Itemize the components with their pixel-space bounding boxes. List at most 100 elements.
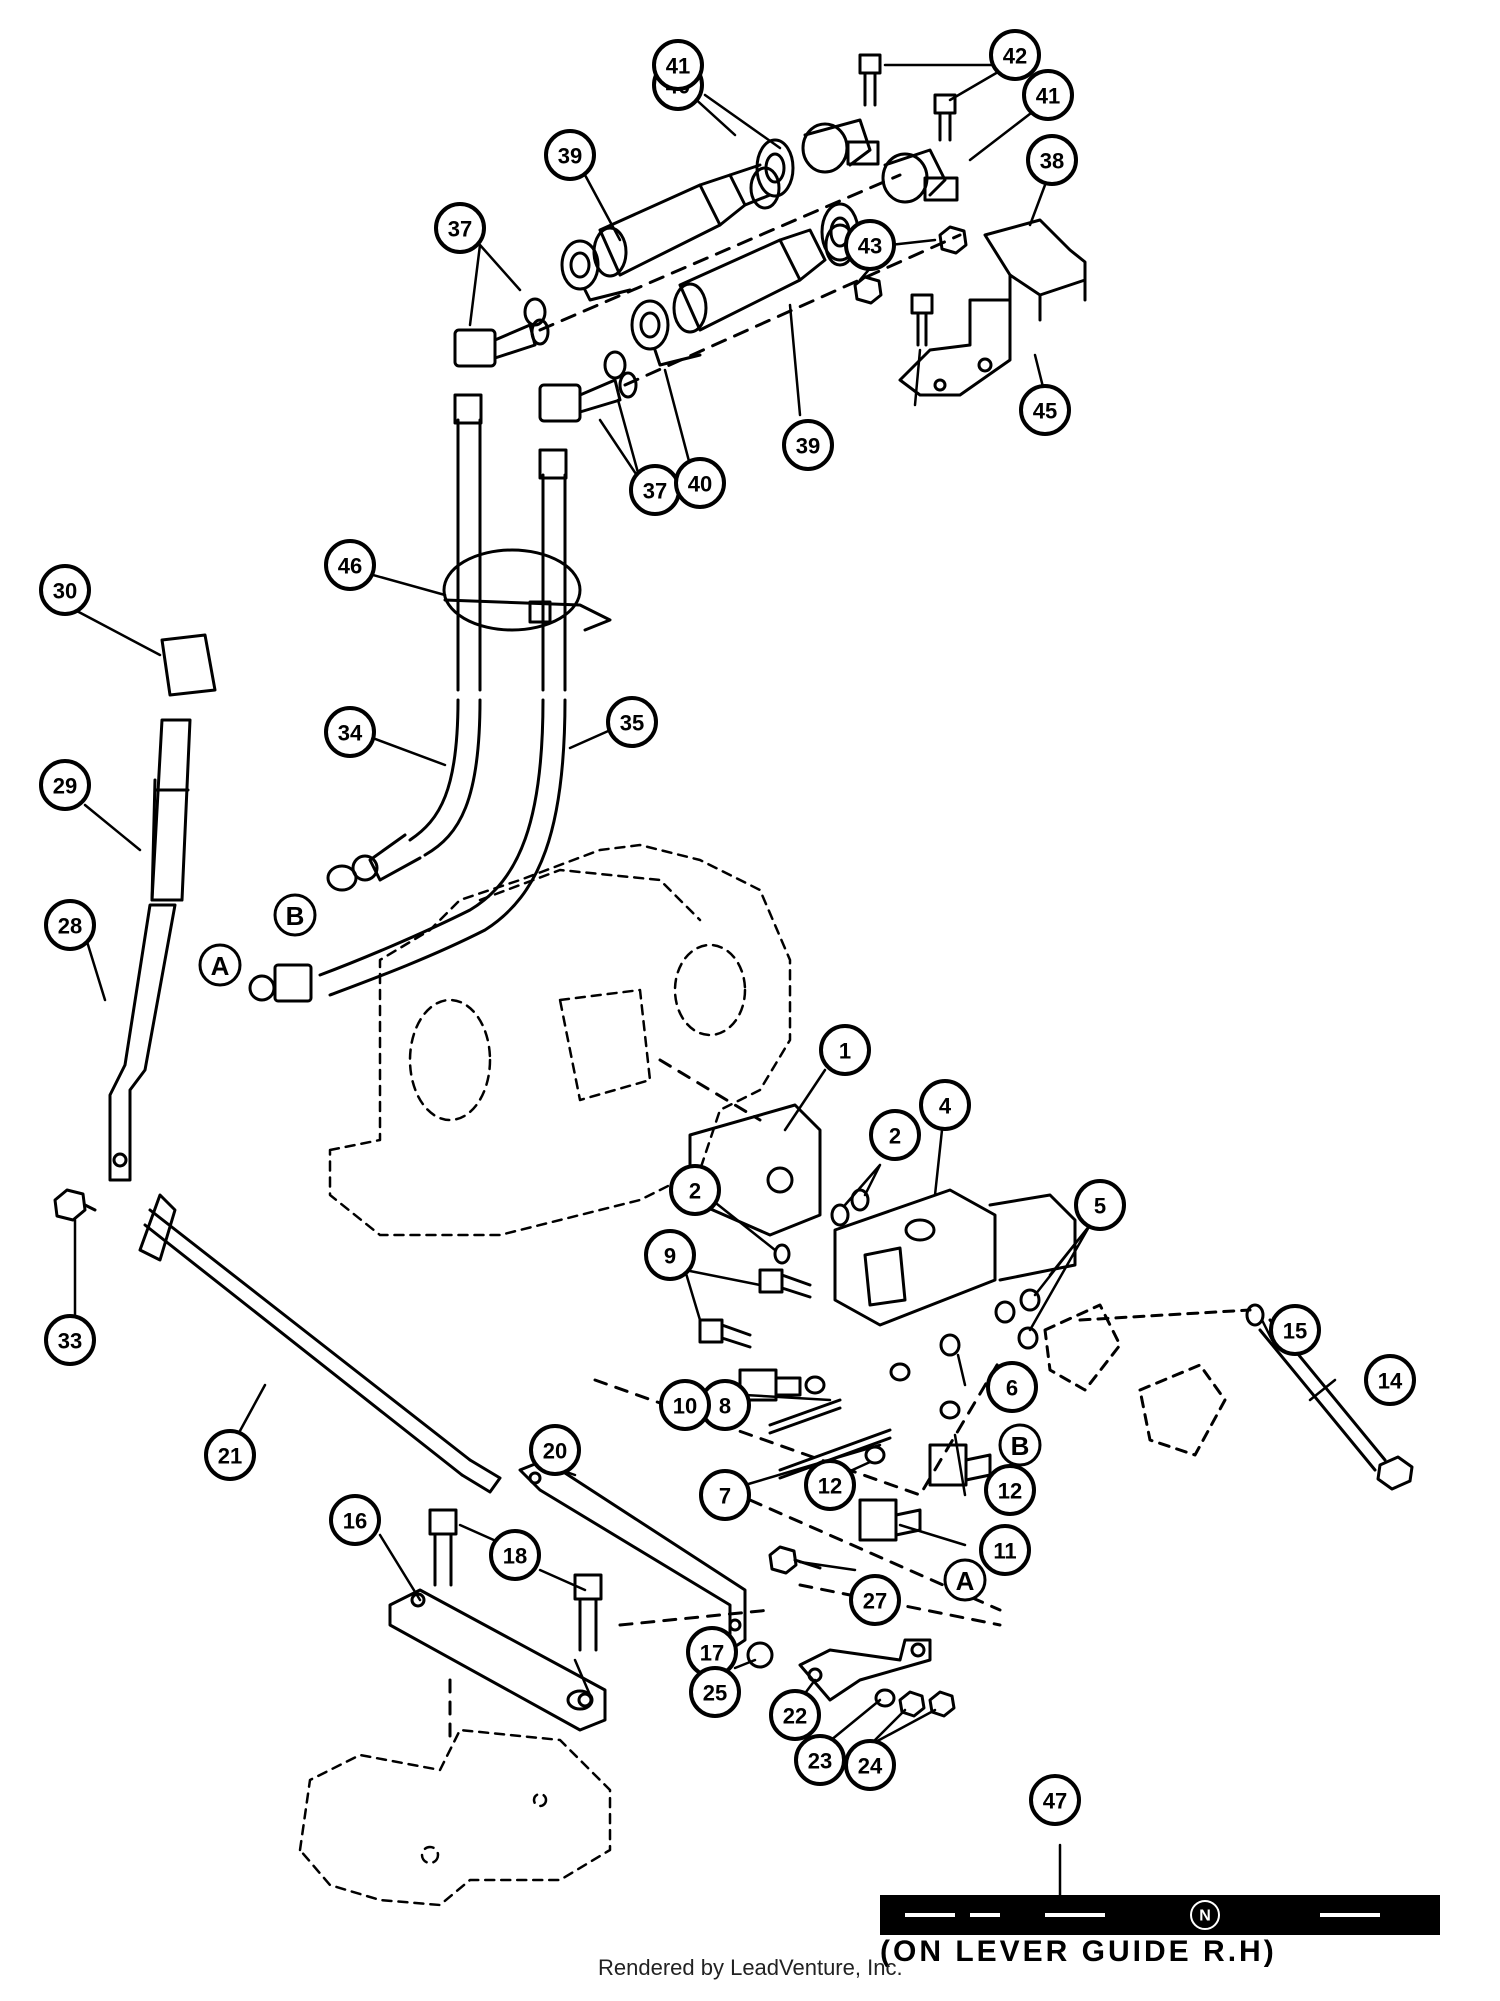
- connection-letter: B: [286, 901, 305, 931]
- plate-16: [388, 1588, 607, 1732]
- clamp-41-upper: [801, 118, 880, 174]
- callout-38: 38: [1026, 134, 1078, 186]
- callout-number: 38: [1040, 149, 1064, 174]
- callout-number: 47: [1043, 1789, 1067, 1814]
- callout-4: 4: [919, 1079, 971, 1131]
- callout-number: 12: [998, 1479, 1022, 1504]
- lever-guide-decal: N: [880, 1895, 1440, 1935]
- connection-letter: A: [956, 1566, 975, 1596]
- connection-letter-B: B: [998, 1423, 1042, 1467]
- callout-number: 10: [673, 1394, 697, 1419]
- callout-number: 39: [796, 434, 820, 459]
- callout-number: 29: [53, 774, 77, 799]
- connection-letter: B: [1011, 1431, 1030, 1461]
- callout-5: 5: [1074, 1179, 1126, 1231]
- callout-21: 21: [204, 1429, 256, 1481]
- callout-number: 46: [338, 554, 362, 579]
- callout-45: 45: [1019, 384, 1071, 436]
- callout-number: 12: [818, 1474, 842, 1499]
- connection-letter-A: A: [198, 943, 242, 987]
- callout-number: 5: [1094, 1194, 1106, 1219]
- lever-28: [108, 903, 177, 1182]
- bracket-38: [898, 218, 1087, 397]
- callout-14: 14: [1364, 1354, 1416, 1406]
- washer-15: [1245, 1303, 1265, 1327]
- callout-12: 12: [804, 1459, 856, 1511]
- valve-body-4: [833, 1188, 1077, 1327]
- callout-7: 7: [699, 1469, 751, 1521]
- callout-9: 9: [644, 1229, 696, 1281]
- callout-20: 20: [529, 1424, 581, 1476]
- washer-17: [566, 1689, 594, 1711]
- bolt-27: [768, 1545, 822, 1575]
- hose-35: [273, 448, 568, 1003]
- callout-number: 23: [808, 1749, 832, 1774]
- callout-16: 16: [329, 1494, 381, 1546]
- callout-number: 39: [558, 144, 582, 169]
- grip-29: [150, 718, 192, 902]
- connection-letter-A: A: [943, 1558, 987, 1602]
- callout-number: 21: [218, 1444, 242, 1469]
- callout-number: 2: [689, 1179, 701, 1204]
- base-plate-dashed: [298, 1728, 612, 1907]
- callout-number: 22: [783, 1704, 807, 1729]
- callout-25: 25: [689, 1666, 741, 1718]
- callout-37: 37: [434, 202, 486, 254]
- pin-25: [746, 1641, 774, 1669]
- lever-guide-caption: (ON LEVER GUIDE R.H): [880, 1935, 1277, 1968]
- callout-2: 2: [869, 1109, 921, 1161]
- callout-12: 12: [984, 1464, 1036, 1516]
- callout-37: 37: [629, 464, 681, 516]
- callout-number: 7: [719, 1484, 731, 1509]
- callout-29: 29: [39, 759, 91, 811]
- callout-number: 24: [858, 1754, 883, 1779]
- callout-41: 41: [652, 39, 704, 91]
- coupler-39-lower: [672, 223, 856, 334]
- callout-number: 8: [719, 1394, 731, 1419]
- callout-43: 43: [844, 219, 896, 271]
- bolts-18: [428, 1508, 603, 1652]
- callout-number: 6: [1006, 1376, 1018, 1401]
- callout-40: 40: [674, 457, 726, 509]
- callout-number: 34: [338, 721, 363, 746]
- callout-24: 24: [844, 1739, 896, 1791]
- callout-number: 17: [700, 1641, 724, 1666]
- callout-number: 28: [58, 914, 82, 939]
- callout-41: 41: [1022, 69, 1074, 121]
- strap-46: [442, 548, 612, 632]
- callout-number: 1: [839, 1039, 851, 1064]
- callout-number: 2: [889, 1124, 901, 1149]
- hose-fitting-a: [248, 974, 276, 1002]
- rod-21: [138, 1193, 502, 1494]
- callout-11: 11: [979, 1524, 1031, 1576]
- callout-number: 30: [53, 579, 77, 604]
- callout-23: 23: [794, 1734, 846, 1786]
- callout-number: 40: [688, 472, 712, 497]
- callout-28: 28: [44, 899, 96, 951]
- callout-22: 22: [769, 1689, 821, 1741]
- callout-35: 35: [606, 696, 658, 748]
- hose-fitting-b: [326, 854, 379, 892]
- washer-23: [874, 1688, 896, 1708]
- hose-34: [368, 393, 483, 882]
- callout-39: 39: [544, 129, 596, 181]
- callout-number: 35: [620, 711, 644, 736]
- callout-8: 8: [699, 1379, 751, 1431]
- nuts-24: [898, 1690, 956, 1718]
- callout-6: 6: [986, 1361, 1038, 1413]
- letter-layer: A B A B: [198, 893, 1042, 1602]
- callout-46: 46: [324, 539, 376, 591]
- spool-cap: [863, 1246, 907, 1307]
- callout-42: 42: [989, 29, 1041, 81]
- callout-number: 42: [1003, 44, 1027, 69]
- callout-34: 34: [324, 706, 376, 758]
- callout-number: 11: [993, 1539, 1016, 1564]
- callout-number: 20: [543, 1439, 567, 1464]
- knob-30: [160, 633, 217, 697]
- callout-10: 10: [659, 1379, 711, 1431]
- callout-1: 1: [819, 1024, 871, 1076]
- callout-number: 27: [863, 1589, 887, 1614]
- callout-number: 43: [858, 234, 882, 259]
